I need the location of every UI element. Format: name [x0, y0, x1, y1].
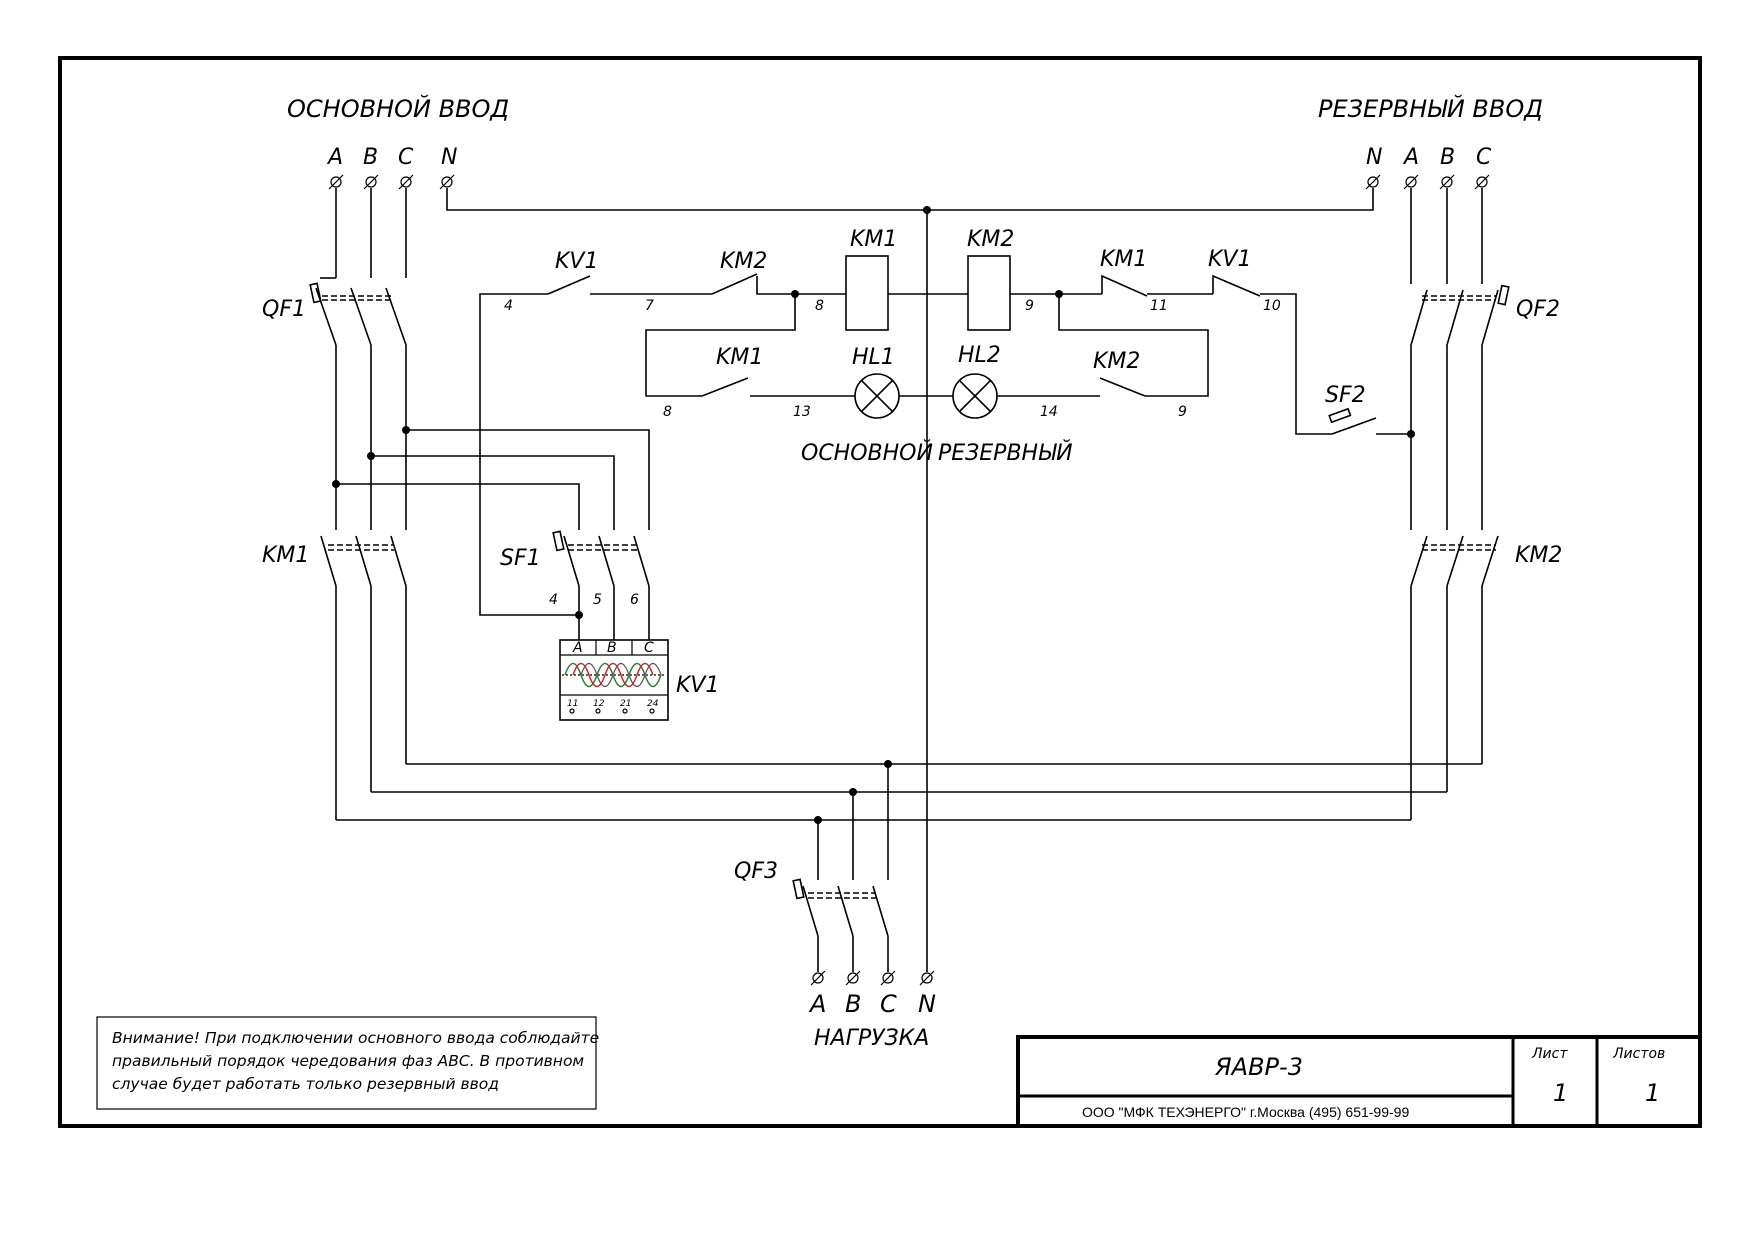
reserve-phase-n: N — [1366, 145, 1382, 170]
qf1-breaker — [309, 277, 407, 530]
sheet-label: Лист — [1531, 1046, 1568, 1062]
hl2-caption: РЕЗЕРВНЫЙ — [938, 440, 1073, 466]
qf1-label: QF1 — [262, 297, 306, 322]
note-box — [96, 1016, 597, 1110]
kv1-term-21: 21 — [620, 699, 631, 709]
wire-num-8-low: 8 — [663, 404, 672, 420]
ctrl-km2-left-label: KM2 — [720, 249, 767, 274]
main-phase-n: N — [441, 145, 457, 170]
note-line-3: случае будет работать только резервный в… — [112, 1075, 499, 1093]
hl1-label: HL1 — [852, 345, 895, 370]
ctrl-kv1-left-label: KV1 — [555, 249, 598, 274]
wire-num-4: 4 — [504, 298, 513, 314]
wire-num-9-top: 9 — [1025, 298, 1034, 314]
hl2-label: HL2 — [958, 343, 1001, 368]
reserve-phase-b: B — [1440, 145, 1455, 170]
load-phase-n: N — [918, 990, 936, 1018]
drawing-frame — [58, 56, 1702, 1128]
sheets-label: Листов — [1612, 1046, 1665, 1062]
hl-km1-label: KM1 — [716, 345, 763, 370]
wire-num-11: 11 — [1150, 298, 1168, 314]
wire-num-7: 7 — [645, 298, 654, 314]
note-line-2: правильный порядок чередования фаз АВС. … — [112, 1052, 584, 1070]
km1-contactor — [320, 535, 407, 820]
company-info: ООО "МФК ТЕХЭНЕРГО" г.Москва (495) 651-9… — [1082, 1104, 1409, 1120]
junction-a — [332, 480, 340, 488]
junction-load-b — [849, 788, 857, 796]
sf1-breaker — [552, 530, 650, 640]
doc-name: ЯАВР-3 — [1214, 1053, 1303, 1081]
sf1-label: SF1 — [500, 546, 541, 571]
terminals — [328, 174, 1490, 986]
kv1-relay-label: KV1 — [676, 673, 719, 698]
reserve-input-wires — [1410, 188, 1483, 284]
hl1-lamp — [854, 373, 900, 419]
km2-contactor — [1410, 535, 1499, 820]
hl1-caption: ОСНОВНОЙ — [801, 440, 933, 466]
hl-km2-label: KM2 — [1093, 349, 1140, 374]
sheet-value: 1 — [1553, 1079, 1568, 1107]
title-block — [1016, 1035, 1702, 1128]
kv1-phase-a: A — [572, 640, 583, 656]
wire-num-10: 10 — [1263, 298, 1281, 314]
qf3-label: QF3 — [734, 859, 778, 884]
junction-load-c — [884, 760, 892, 768]
reserve-input-title: РЕЗЕРВНЫЙ ВВОД — [1318, 94, 1543, 123]
wire-num-9-low: 9 — [1178, 404, 1187, 420]
sf1-wire-4: 4 — [549, 592, 558, 608]
main-phase-a: A — [326, 145, 343, 170]
ctrl-kv1-right-label: KV1 — [1208, 247, 1251, 272]
km2-power-label: KM2 — [1515, 543, 1562, 568]
lamp-circuit — [645, 294, 1209, 397]
ctrl-km1-right-label: KM1 — [1100, 247, 1147, 272]
junction-load-a — [814, 816, 822, 824]
qf2-breaker — [1410, 284, 1510, 530]
qf3-breaker — [792, 878, 889, 972]
kv1-term-11: 11 — [567, 699, 578, 709]
control-wire-4 — [479, 293, 579, 616]
sf2-breaker — [1328, 407, 1411, 435]
kv1-wave-c — [580, 662, 662, 688]
kv1-relay — [559, 639, 669, 721]
junction-c — [402, 426, 410, 434]
kv1-term-24: 24 — [647, 699, 659, 709]
coil-km2-label: KM2 — [967, 227, 1014, 252]
reserve-phase-a: A — [1402, 145, 1419, 170]
neutral-bus — [446, 188, 1374, 972]
hl2-lamp — [952, 373, 998, 419]
sf1-supply-wires — [336, 429, 650, 530]
load-buses — [336, 763, 1482, 880]
junction-sf2 — [1407, 430, 1415, 438]
load-phase-b: B — [845, 990, 861, 1018]
control-top-line — [547, 255, 1332, 435]
wire-num-14: 14 — [1040, 404, 1058, 420]
load-title: НАГРУЗКА — [814, 1026, 929, 1051]
main-input-wires — [335, 188, 407, 278]
main-input-title: ОСНОВНОЙ ВВОД — [287, 94, 509, 123]
sf2-label: SF2 — [1325, 383, 1366, 408]
km1-power-label: KM1 — [262, 543, 309, 568]
load-phase-c: C — [880, 990, 897, 1018]
load-phase-a: A — [808, 990, 826, 1018]
main-phase-b: B — [363, 145, 378, 170]
sheets-value: 1 — [1645, 1079, 1660, 1107]
junction-wire-4 — [575, 611, 583, 619]
wire-num-8-top: 8 — [815, 298, 824, 314]
kv1-phase-b: B — [607, 640, 617, 656]
note-line-1: Внимание! При подключении основного ввод… — [112, 1029, 599, 1047]
reserve-phase-c: C — [1476, 145, 1492, 170]
wire-num-13: 13 — [793, 404, 811, 420]
sf1-wire-6: 6 — [630, 592, 639, 608]
kv1-phase-c: C — [644, 640, 654, 656]
neutral-junction — [923, 206, 931, 214]
sf1-wire-5: 5 — [593, 592, 602, 608]
qf2-label: QF2 — [1516, 297, 1560, 322]
main-phase-c: C — [398, 145, 414, 170]
coil-km1-label: KM1 — [850, 227, 897, 252]
kv1-wave-b — [572, 662, 654, 688]
junction-b — [367, 452, 375, 460]
kv1-term-12: 12 — [593, 699, 605, 709]
